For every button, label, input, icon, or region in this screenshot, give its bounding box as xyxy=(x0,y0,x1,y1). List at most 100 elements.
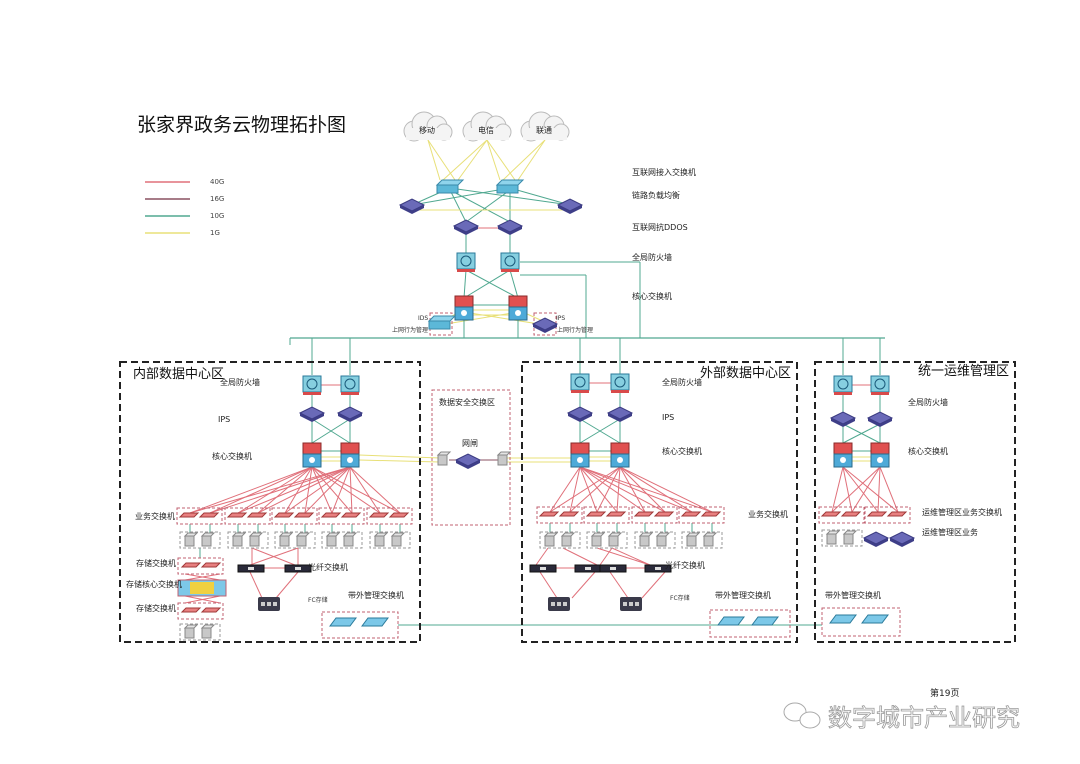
watermark: 数字城市产业研究 xyxy=(828,704,1020,732)
access-switch-icon xyxy=(820,511,842,517)
oob-switch-body xyxy=(717,616,745,626)
legend-label: 10G xyxy=(210,212,224,220)
label-storage-switch: 存储交换机 xyxy=(136,558,176,568)
access-switch-body xyxy=(538,511,560,517)
oob-switch-icon xyxy=(861,614,889,624)
oob-switch-icon xyxy=(329,617,357,627)
device-group-box xyxy=(678,506,725,524)
link-line xyxy=(502,139,546,181)
link-line xyxy=(439,311,519,326)
internal-zone-labels: 内部数据中心区 全局防火墙 IPS 核心交换机 业务交换机 存储交换机 存储核心… xyxy=(126,366,404,613)
server-body xyxy=(296,535,307,547)
link-line xyxy=(311,418,351,444)
link-line xyxy=(257,466,313,514)
device-group-box xyxy=(177,557,224,575)
server-icon xyxy=(390,532,406,547)
link-line xyxy=(463,269,467,299)
link-line xyxy=(509,269,519,299)
core-mark xyxy=(577,457,583,463)
server-top xyxy=(560,532,576,537)
router-side xyxy=(568,413,592,422)
router-icon xyxy=(862,531,890,547)
core-switch-icon xyxy=(570,442,590,468)
link-line xyxy=(569,466,621,513)
server-icon xyxy=(248,532,264,547)
oob-switch-body xyxy=(861,614,889,624)
label-storage-core: 存储核心交换机 xyxy=(126,579,182,589)
router-side xyxy=(456,460,480,469)
firewall-mark xyxy=(504,255,516,267)
server-body xyxy=(326,535,337,547)
device-group-box xyxy=(274,531,316,549)
access-switch-body xyxy=(633,511,655,517)
link-line xyxy=(831,466,881,513)
device-group-box xyxy=(631,506,678,524)
legend-label: 16G xyxy=(210,195,224,203)
core-mark xyxy=(309,457,315,463)
access-switch-icon xyxy=(293,512,315,518)
link-line xyxy=(249,571,263,599)
server-top xyxy=(183,532,199,537)
server-top xyxy=(390,532,406,537)
device-group-box xyxy=(366,507,413,525)
oob-switch-icon xyxy=(361,617,389,627)
server-icon xyxy=(685,532,701,547)
link-line xyxy=(237,466,351,514)
link-line xyxy=(349,466,381,514)
switch-front xyxy=(428,320,451,330)
storage-disk xyxy=(557,602,561,606)
access-switch-icon xyxy=(368,512,390,518)
link-line xyxy=(831,466,844,513)
server-icon xyxy=(842,530,858,545)
link-line xyxy=(599,547,613,566)
server-icon xyxy=(638,532,654,547)
link-line xyxy=(449,189,467,223)
core-mark xyxy=(617,457,623,463)
firewall-icon xyxy=(340,375,360,395)
firewall-base xyxy=(303,392,321,395)
firewall-icon xyxy=(610,373,630,393)
firewall-body xyxy=(870,375,890,393)
link-line xyxy=(311,466,333,514)
access-switch-body xyxy=(273,512,295,518)
access-switch-icon xyxy=(246,512,268,518)
firewall-body xyxy=(456,252,476,270)
link-line xyxy=(486,139,516,181)
switch-icon xyxy=(495,179,525,194)
link-line xyxy=(237,466,313,514)
link-line xyxy=(284,466,351,514)
access-switch-icon xyxy=(180,607,202,613)
storage-disk xyxy=(629,602,633,606)
access-switch-body xyxy=(558,511,580,517)
isp-label: 联通 xyxy=(536,125,552,135)
label-fc-storage: FC存储 xyxy=(670,594,690,602)
internal-zone-title: 内部数据中心区 xyxy=(133,366,224,382)
device-group-box xyxy=(586,531,628,549)
server-top xyxy=(825,530,841,535)
core-top xyxy=(454,295,474,308)
storage-disk xyxy=(273,602,277,606)
firewall-icon xyxy=(870,375,890,395)
device-group-box xyxy=(681,531,723,549)
access-switch-body xyxy=(293,512,315,518)
link-line xyxy=(539,571,558,599)
label-oob-switch: 带外管理交换机 xyxy=(715,590,771,600)
core-mark xyxy=(877,457,883,463)
server-top xyxy=(373,532,389,537)
link-line xyxy=(619,466,646,513)
zones-layer xyxy=(119,361,1016,643)
server-body xyxy=(656,535,667,547)
label-storage-switch-2: 存储交换机 xyxy=(136,603,176,613)
firewall-mark xyxy=(574,376,586,388)
security-zone-labels: 数据安全交换区 网闸 xyxy=(439,397,495,448)
link-line xyxy=(465,269,519,299)
device-group-box xyxy=(177,602,224,620)
server-top xyxy=(702,532,718,537)
server-icon xyxy=(496,451,512,466)
isp-label: 移动 xyxy=(419,125,435,135)
core-top xyxy=(833,442,853,455)
router-icon xyxy=(829,411,857,427)
access-switch-body xyxy=(180,607,202,613)
link-line xyxy=(879,466,899,513)
core-switch-icon xyxy=(870,442,890,468)
